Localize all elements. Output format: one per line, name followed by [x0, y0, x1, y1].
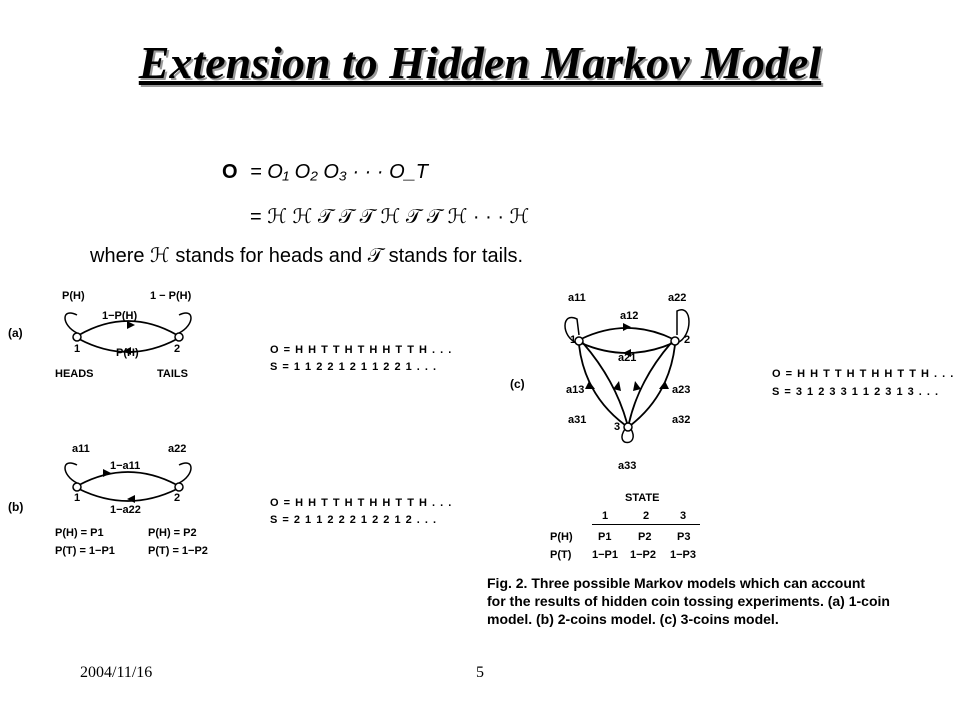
fig-c-a32: a32 — [672, 414, 691, 426]
fig-c-a12: a12 — [620, 310, 639, 322]
fig-b-arc-bottom: 1−a22 — [110, 504, 141, 516]
state-col-1: 1 — [602, 510, 609, 522]
fig-c-a13: a13 — [566, 384, 585, 396]
state-pt-3: 1−P3 — [670, 549, 696, 561]
fig-a-node-2: 2 — [174, 343, 181, 355]
fig-c-node-3: 3 — [614, 421, 621, 433]
figure-caption-3: model. (b) 2-coins model. (c) 3-coins mo… — [487, 611, 779, 627]
fig-c-a11: a11 — [568, 292, 586, 304]
fig-a-1-minus-ph: 1 − P(H) — [150, 290, 192, 302]
slide-title: Extension to Hidden Markov Model — [138, 37, 822, 88]
fig-a-node-1: 1 — [74, 343, 81, 355]
fig-b-node-1: 1 — [74, 492, 81, 504]
figure-caption-1: Fig. 2. Three possible Markov models whi… — [487, 575, 866, 591]
obs-line-1: = O₁ O₂ O₃ · · · O_T — [250, 161, 428, 183]
fig-c-node-2: 2 — [684, 334, 691, 346]
state-ph-2: P2 — [638, 531, 652, 543]
state-row-ph-label: P(H) — [550, 531, 573, 543]
state-header: STATE — [625, 492, 660, 504]
fig-b-ph2: P(H) = P2 — [148, 527, 197, 539]
fig-a-arc-bottom: P(H) — [116, 347, 139, 359]
state-pt-1: 1−P1 — [592, 549, 618, 561]
obs-where: where ℋ stands for heads and 𝒯 stands fo… — [90, 245, 524, 267]
fig-b-pt1: P(T) = 1−P1 — [55, 545, 115, 557]
fig-a-tag: (a) — [8, 326, 23, 340]
fig-a-arc-top: 1−P(H) — [102, 310, 138, 322]
state-ph-1: P1 — [598, 531, 612, 543]
fig-b-ph1: P(H) = P1 — [55, 527, 104, 539]
fig-c-o-seq: O = H H T T H T H H T T H . . . — [772, 368, 955, 380]
obs-lhs: O — [222, 161, 238, 183]
footer-date: 2004/11/16 — [80, 664, 153, 681]
state-divider — [592, 524, 700, 525]
fig-c-a31: a31 — [568, 414, 587, 426]
fig-c-a21: a21 — [618, 352, 637, 364]
fig-b-diagram — [64, 462, 192, 503]
fig-c-tag: (c) — [510, 377, 525, 391]
fig-c-a33: a33 — [618, 460, 637, 472]
fig-b-arc-top: 1−a11 — [110, 460, 141, 472]
state-col-2: 2 — [643, 510, 650, 522]
fig-c-node-1: 1 — [570, 334, 577, 346]
fig-c-diagram — [564, 309, 690, 444]
fig-b-pt2: P(T) = 1−P2 — [148, 545, 208, 557]
state-ph-3: P3 — [677, 531, 691, 543]
fig-b-node-2: 2 — [174, 492, 181, 504]
obs-line-2: = ℋ ℋ 𝒯 𝒯 𝒯 ℋ 𝒯 𝒯 ℋ · · · ℋ — [250, 206, 530, 228]
fig-a-tails: TAILS — [157, 368, 188, 380]
fig-a-heads: HEADS — [55, 368, 94, 380]
fig-c-s-seq: S = 3 1 2 3 3 1 1 2 3 1 3 . . . — [772, 386, 940, 398]
page-number: 5 — [476, 664, 484, 681]
fig-b-s-seq: S = 2 1 1 2 2 2 1 2 2 1 2 . . . — [270, 514, 438, 526]
fig-c-a22: a22 — [668, 292, 687, 304]
fig-a-s-seq: S = 1 1 2 2 1 2 1 1 2 2 1 . . . — [270, 361, 438, 373]
state-row-pt-label: P(T) — [550, 549, 572, 561]
fig-b-a22: a22 — [168, 443, 187, 455]
figure-caption-2: for the results of hidden coin tossing e… — [487, 593, 890, 609]
fig-c-a23: a23 — [672, 384, 691, 396]
fig-a-diagram — [64, 312, 192, 355]
fig-b-o-seq: O = H H T T H T H H T T H . . . — [270, 497, 453, 509]
fig-a-o-seq: O = H H T T H T H H T T H . . . — [270, 344, 453, 356]
state-col-3: 3 — [680, 510, 687, 522]
fig-b-tag: (b) — [8, 500, 24, 514]
state-pt-2: 1−P2 — [630, 549, 656, 561]
fig-b-a11: a11 — [72, 443, 90, 455]
fig-a-ph: P(H) — [62, 290, 85, 302]
